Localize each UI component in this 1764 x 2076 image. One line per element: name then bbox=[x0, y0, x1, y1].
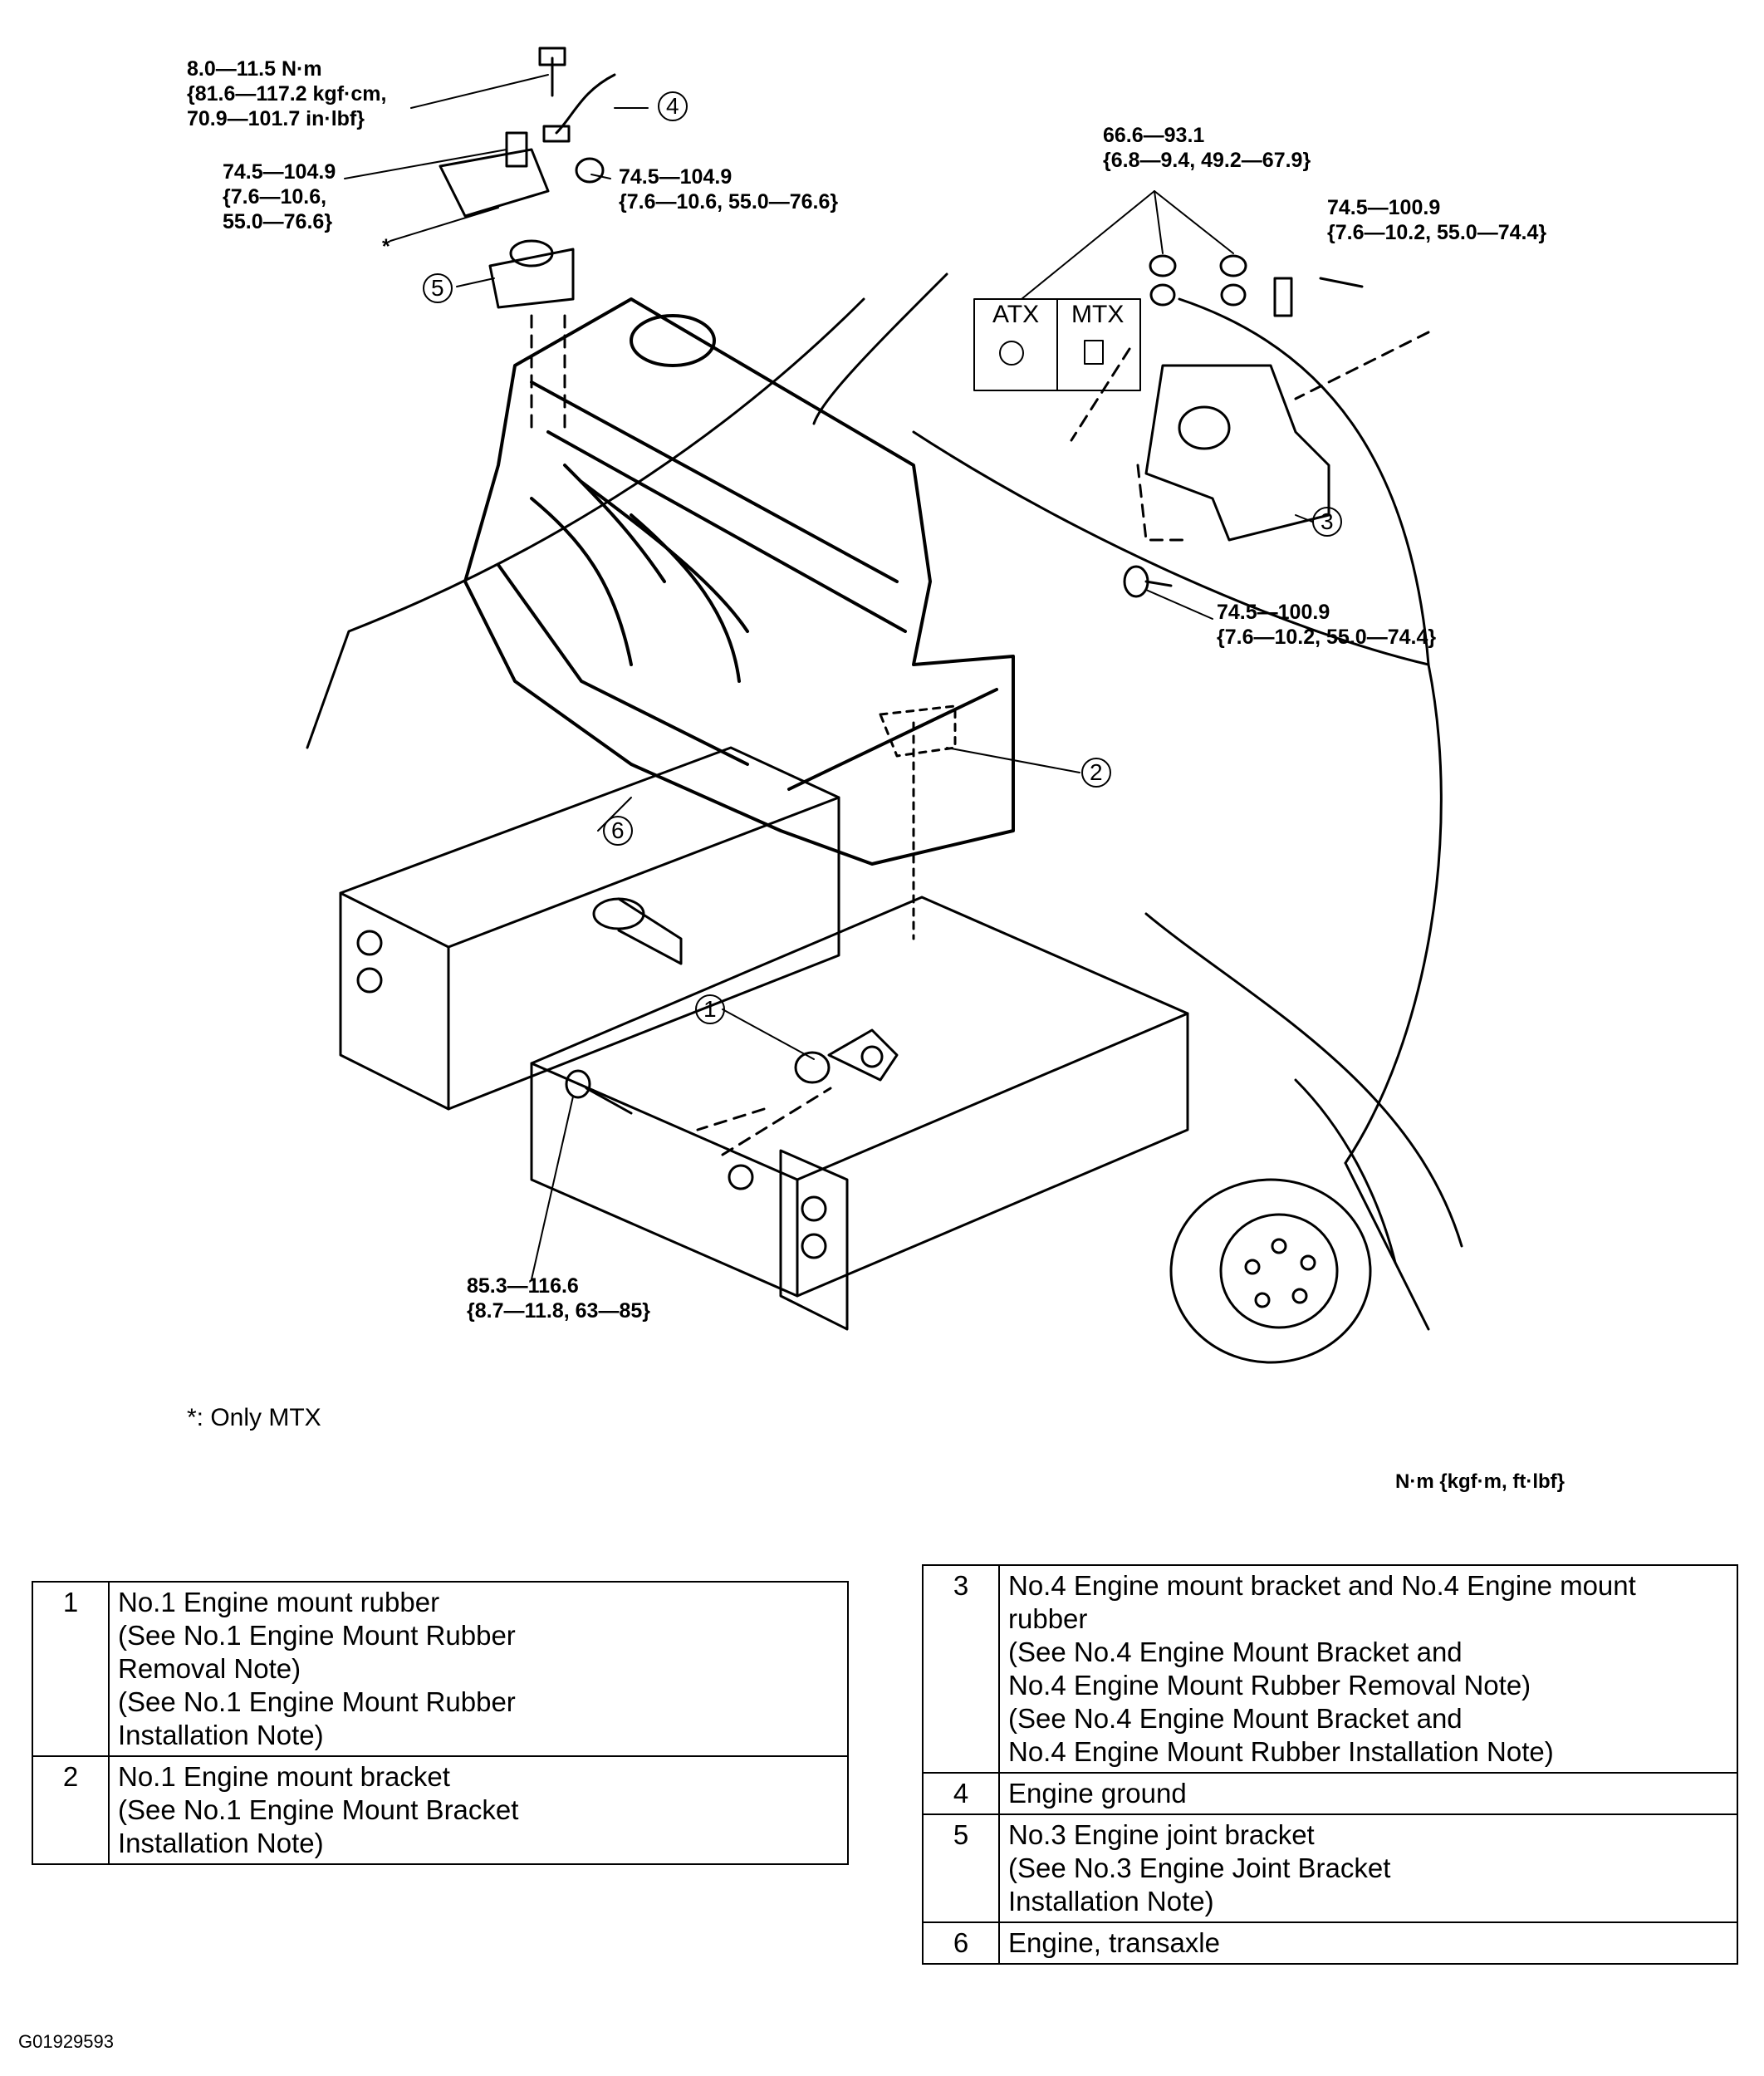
torque-spec-ground-bolt: 8.0—11.5 N·m {81.6—117.2 kgf·cm, 70.9—10… bbox=[187, 56, 386, 131]
part-description: Engine ground bbox=[998, 1772, 1738, 1815]
no1-mount-bracket bbox=[879, 704, 957, 940]
units-note: N·m {kgf·m, ft·lbf} bbox=[1395, 1470, 1565, 1493]
crossmember-bolt bbox=[565, 1069, 832, 1190]
mtx-label: MTX bbox=[1071, 301, 1125, 328]
atx-mtx-box bbox=[973, 298, 1141, 391]
desc-line: No.3 Engine joint bracket bbox=[1008, 1819, 1315, 1850]
callout-3: 3 bbox=[1321, 508, 1334, 534]
parts-table-left: 1 No.1 Engine mount rubber (See No.1 Eng… bbox=[32, 1581, 849, 1865]
desc-line: Installation Note) bbox=[1008, 1886, 1214, 1916]
part-number: 2 bbox=[32, 1755, 110, 1865]
desc-line: No.4 Engine mount bracket and No.4 Engin… bbox=[1008, 1570, 1636, 1601]
spec-line: 66.6—93.1 bbox=[1103, 124, 1205, 147]
part-number: 4 bbox=[922, 1772, 1000, 1815]
spec-line: 74.5—104.9 bbox=[619, 165, 733, 189]
spec-line: {81.6—117.2 kgf·cm, bbox=[187, 82, 387, 106]
table-row: 3 No.4 Engine mount bracket and No.4 Eng… bbox=[922, 1564, 1738, 1774]
callout-4: 4 bbox=[666, 93, 679, 119]
desc-line: No.1 Engine mount bracket bbox=[118, 1761, 450, 1792]
desc-line: No.4 Engine Mount Rubber Removal Note) bbox=[1008, 1670, 1531, 1701]
spec-line: 70.9—101.7 in·lbf} bbox=[187, 107, 365, 130]
spec-line: 85.3—116.6 bbox=[467, 1274, 579, 1298]
desc-line: Engine ground bbox=[1008, 1778, 1187, 1809]
desc-line: No.1 Engine mount rubber bbox=[118, 1587, 440, 1617]
spec-line: 74.5—100.9 bbox=[1327, 196, 1441, 219]
parts-table-right: 3 No.4 Engine mount bracket and No.4 Eng… bbox=[922, 1564, 1738, 1965]
desc-line: rubber bbox=[1008, 1603, 1088, 1634]
desc-line: Engine, transaxle bbox=[1008, 1927, 1220, 1958]
desc-line: (See No.4 Engine Mount Bracket and bbox=[1008, 1703, 1463, 1734]
torque-spec-mount-bolt-upper: 74.5—100.9 {7.6—10.2, 55.0—74.4} bbox=[1327, 195, 1546, 245]
desc-line: Installation Note) bbox=[118, 1828, 324, 1858]
table-row: 2 No.1 Engine mount bracket (See No.1 En… bbox=[32, 1755, 849, 1865]
part-number: 6 bbox=[922, 1921, 1000, 1965]
callout-circles bbox=[423, 91, 1342, 1024]
joint-bracket bbox=[439, 131, 605, 434]
torque-spec-bracket-bolt: 74.5—104.9 {7.6—10.6, 55.0—76.6} bbox=[223, 160, 336, 234]
part-description: No.4 Engine mount bracket and No.4 Engin… bbox=[998, 1564, 1738, 1774]
spec-line: {6.8—9.4, 49.2—67.9} bbox=[1103, 149, 1311, 172]
wheel-hub bbox=[1169, 1178, 1372, 1364]
asterisk-mark: * bbox=[382, 235, 390, 258]
part-description: No.3 Engine joint bracket (See No.3 Engi… bbox=[998, 1813, 1738, 1923]
part-description: No.1 Engine mount rubber (See No.1 Engin… bbox=[108, 1581, 849, 1757]
desc-line: Installation Note) bbox=[118, 1720, 324, 1750]
front-frame-rail bbox=[339, 746, 840, 1111]
engine-accessory bbox=[592, 897, 683, 965]
spec-line: 74.5—100.9 bbox=[1217, 601, 1330, 624]
leader-lines bbox=[344, 74, 1313, 1280]
spec-line: {7.6—10.6, 55.0—76.6} bbox=[619, 190, 839, 213]
figure-id: G01929593 bbox=[18, 2031, 114, 2052]
no4-mount-bracket bbox=[1070, 254, 1430, 542]
part-description: No.1 Engine mount bracket (See No.1 Engi… bbox=[108, 1755, 849, 1865]
spec-line: 8.0—11.5 N·m bbox=[187, 57, 322, 81]
lower-mount-bolt bbox=[1123, 565, 1173, 598]
desc-line: (See No.1 Engine Mount Rubber bbox=[118, 1686, 516, 1717]
desc-line: No.4 Engine Mount Rubber Installation No… bbox=[1008, 1736, 1554, 1767]
callout-2: 2 bbox=[1090, 759, 1103, 785]
part-number: 1 bbox=[32, 1581, 110, 1757]
table-row: 4 Engine ground bbox=[922, 1772, 1738, 1815]
spec-line: 74.5—104.9 bbox=[223, 160, 336, 184]
engine-ground-strap bbox=[538, 47, 616, 143]
desc-line: (See No.1 Engine Mount Rubber bbox=[118, 1620, 516, 1651]
table-row: 1 No.1 Engine mount rubber (See No.1 Eng… bbox=[32, 1581, 849, 1757]
spec-line: {8.7—11.8, 63—85} bbox=[467, 1299, 650, 1323]
table-row: 5 No.3 Engine joint bracket (See No.3 En… bbox=[922, 1813, 1738, 1923]
part-number: 3 bbox=[922, 1564, 1000, 1774]
engine-block bbox=[463, 297, 1015, 866]
atx-label: ATX bbox=[992, 301, 1040, 328]
desc-line: (See No.1 Engine Mount Bracket bbox=[118, 1794, 519, 1825]
desc-line: Removal Note) bbox=[118, 1653, 301, 1684]
table-row: 6 Engine, transaxle bbox=[922, 1921, 1738, 1965]
torque-spec-mount-nuts: 66.6—93.1 {6.8—9.4, 49.2—67.9} bbox=[1103, 123, 1311, 173]
torque-spec-bracket-nut: 74.5—104.9 {7.6—10.6, 55.0—76.6} bbox=[619, 164, 838, 214]
spec-line: 55.0—76.6} bbox=[223, 210, 333, 233]
part-number: 5 bbox=[922, 1813, 1000, 1923]
torque-spec-mount-bolt-lower: 74.5—100.9 {7.6—10.2, 55.0—74.4} bbox=[1217, 600, 1436, 650]
footnote-only-mtx: *: Only MTX bbox=[187, 1404, 321, 1431]
callout-1: 1 bbox=[703, 996, 717, 1022]
callout-5: 5 bbox=[431, 275, 444, 301]
part-description: Engine, transaxle bbox=[998, 1921, 1738, 1965]
crossmember bbox=[530, 896, 1189, 1331]
spec-line: {7.6—10.2, 55.0—74.4} bbox=[1327, 221, 1547, 244]
torque-spec-crossmember-bolt: 85.3—116.6 {8.7—11.8, 63—85} bbox=[467, 1274, 650, 1323]
spec-line: {7.6—10.2, 55.0—74.4} bbox=[1217, 626, 1437, 649]
vehicle-body-outline bbox=[306, 272, 1463, 1331]
spec-line: {7.6—10.6, bbox=[223, 185, 327, 209]
desc-line: (See No.4 Engine Mount Bracket and bbox=[1008, 1637, 1463, 1667]
engine-mount-illustration bbox=[306, 47, 1463, 1364]
desc-line: (See No.3 Engine Joint Bracket bbox=[1008, 1853, 1391, 1883]
callout-6: 6 bbox=[611, 817, 625, 843]
no1-mount-rubber bbox=[696, 1028, 899, 1131]
